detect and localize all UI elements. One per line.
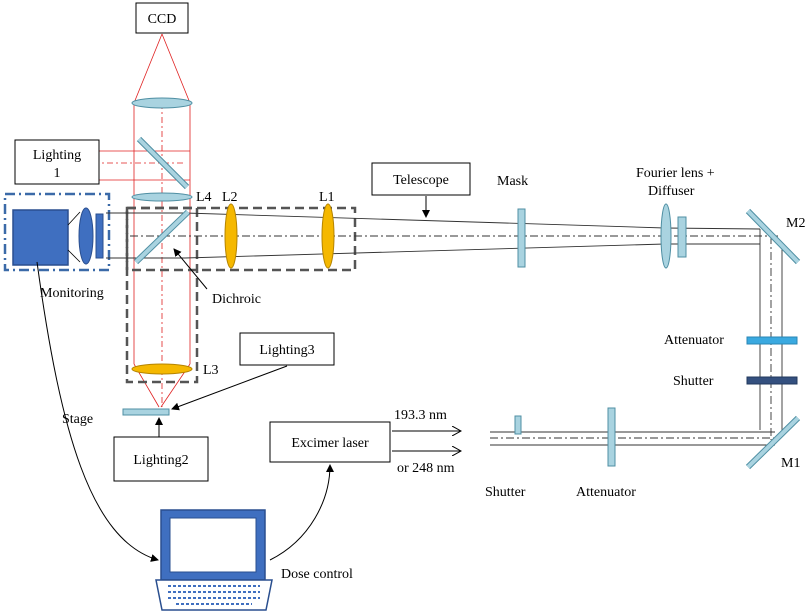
attenuator-vertical-label: Attenuator [664, 333, 724, 348]
shutter-bottom-path [514, 415, 522, 435]
fourier-label-line1: Fourier lens + [636, 166, 715, 181]
telescope-box-label [371, 162, 471, 196]
dose-control-label: Dose control [281, 567, 353, 582]
wavelength-2-label: or 248 nm [397, 461, 455, 476]
lighting3-box [239, 332, 335, 366]
m2-label: M2 [786, 216, 805, 231]
lighting1-box [14, 139, 100, 185]
stage-label: Stage [62, 412, 93, 427]
mask-plate [517, 208, 526, 268]
lighting3-label: Lighting3 [259, 343, 314, 358]
wavelength-1-label: 193.3 nm [394, 408, 447, 423]
ccd-lens [131, 97, 193, 109]
excimer-laser-label: Excimer laser [291, 436, 369, 451]
diffuser [677, 216, 687, 258]
l1-lens [321, 203, 335, 269]
l4-label: L4 [196, 190, 212, 205]
lighting2-box [113, 436, 209, 482]
l1-label: L1 [319, 190, 335, 205]
l2-label: L2 [222, 190, 238, 205]
lighting2-label: Lighting2 [133, 453, 188, 468]
m1-label: M1 [781, 456, 800, 471]
attenuator-bottom-path [607, 407, 616, 467]
monitoring-lens-1 [78, 207, 94, 265]
l3-lens [131, 363, 193, 375]
lighting1-label-line2: 1 [54, 166, 61, 181]
ccd-box [135, 2, 189, 34]
attenuator-vertical-path [746, 336, 798, 345]
mask-label: Mask [497, 174, 528, 189]
monitoring-lens-2 [95, 213, 104, 259]
attenuator-bottom-label: Attenuator [576, 485, 636, 500]
excimer-laser-box [269, 421, 391, 463]
lighting1-label-line1: Lighting [33, 148, 81, 163]
sample-stage [122, 408, 170, 416]
monitoring-camera [12, 209, 69, 266]
imaging-box [125, 206, 199, 384]
shutter-vertical-path [746, 376, 798, 385]
annotation-arrows [36, 196, 461, 562]
dichroic-label: Dichroic [212, 292, 261, 307]
ccd-label: CCD [148, 12, 177, 27]
shutter-vertical-label: Shutter [673, 374, 714, 389]
uv-beam [106, 212, 783, 446]
shutter-bottom-label: Shutter [485, 485, 526, 500]
l4-lens [131, 192, 193, 202]
fourier-lens [660, 203, 672, 269]
l2-lens [224, 203, 238, 269]
monitoring-box [3, 192, 111, 272]
l3-label: L3 [203, 363, 219, 378]
telescope-label: Telescope [393, 173, 449, 188]
monitoring-label: Monitoring [40, 286, 104, 301]
computer-icon [155, 509, 273, 611]
fourier-label-line2: Diffuser [648, 184, 695, 199]
